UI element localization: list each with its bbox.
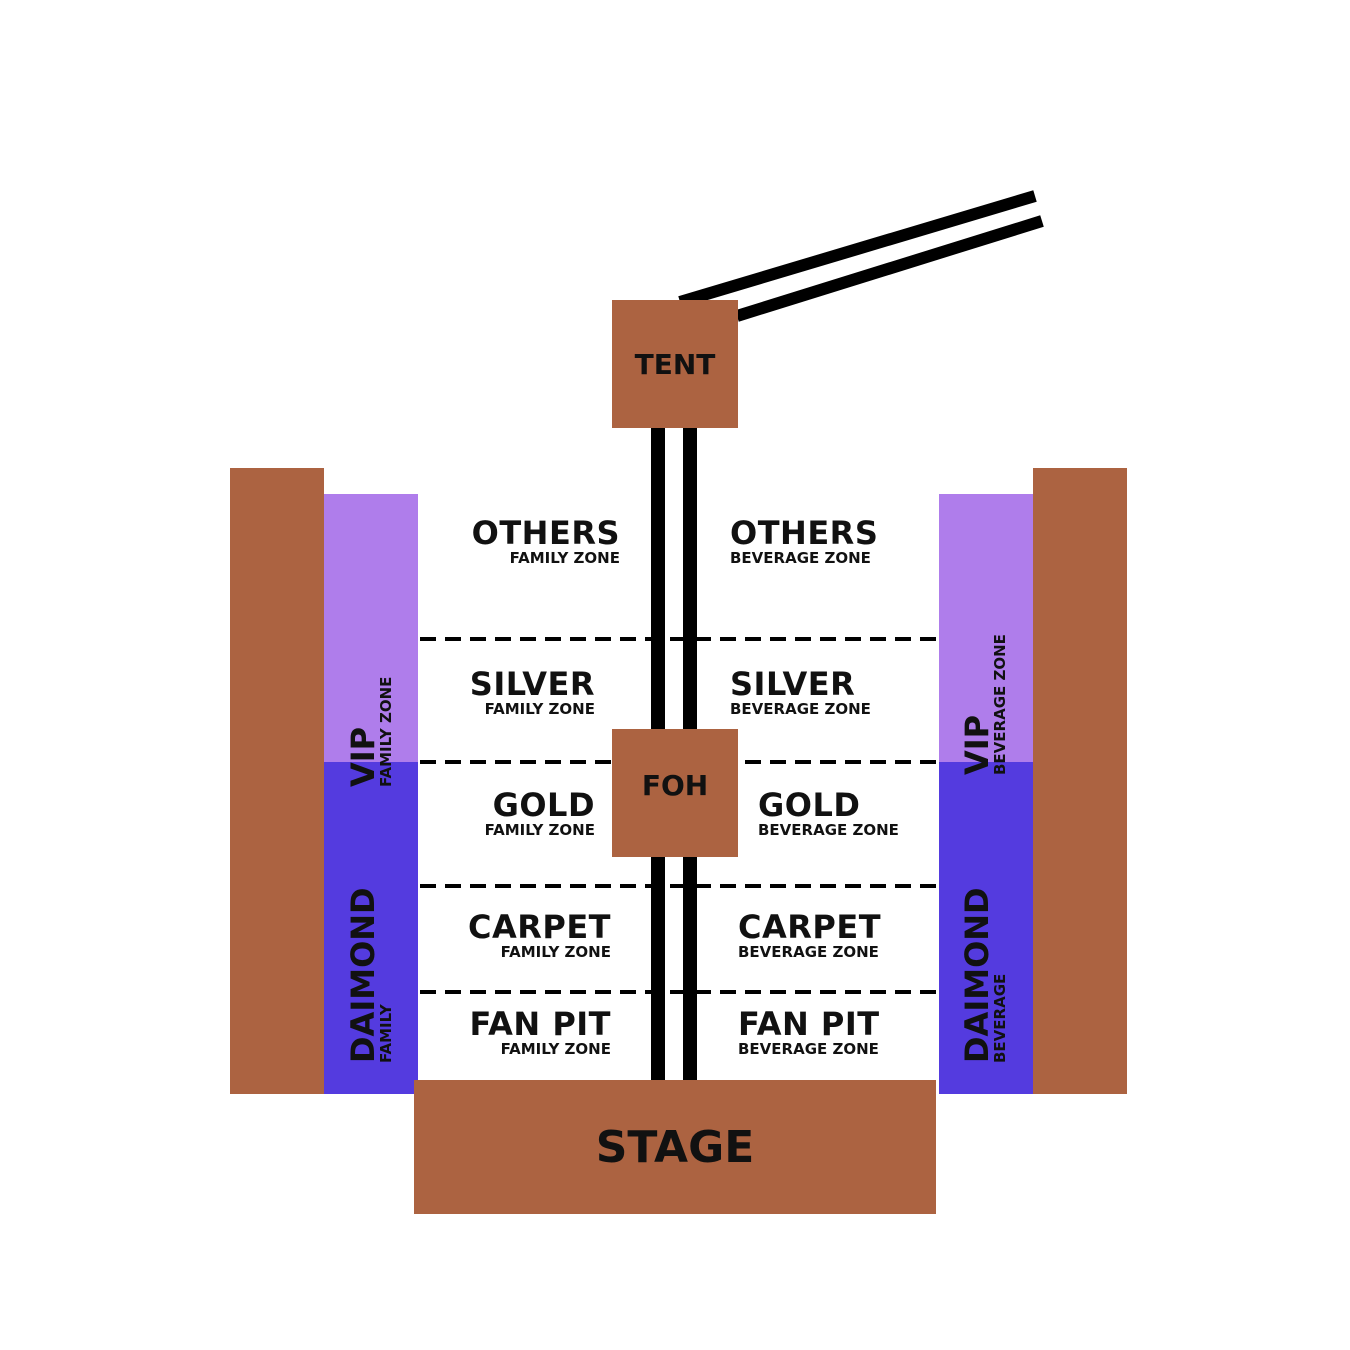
zone-title: FAN PIT	[469, 1005, 611, 1043]
vip-beverage-zone	[939, 494, 1033, 762]
diamond-family-label: DAIMOND FAMILY	[344, 843, 397, 1063]
zone-title: OTHERS	[730, 514, 879, 552]
zone-sub: BEVERAGE ZONE	[730, 549, 871, 567]
vip-beverage-title: VIP	[958, 714, 996, 775]
zone-title: CARPET	[467, 908, 611, 946]
vip-family-sub: FAMILY ZONE	[377, 676, 395, 787]
zone-title: CARPET	[738, 908, 882, 946]
zone-sub: FAMILY ZONE	[500, 943, 611, 961]
zone-label-carpet-family: CARPET FAMILY ZONE	[468, 911, 611, 960]
zone-label-silver-family: SILVER FAMILY ZONE	[470, 668, 595, 717]
zone-sub: FAMILY ZONE	[500, 1040, 611, 1058]
zone-title: FAN PIT	[738, 1005, 880, 1043]
stage-box: STAGE	[414, 1080, 936, 1214]
diamond-beverage-title: DAIMOND	[958, 887, 996, 1063]
zone-title: GOLD	[492, 786, 595, 824]
zone-label-gold-beverage: GOLD BEVERAGE ZONE	[758, 789, 899, 838]
zone-title: OTHERS	[471, 514, 620, 552]
tent-label: TENT	[634, 347, 716, 381]
diamond-family-zone	[324, 762, 418, 1094]
diamond-family-title: DAIMOND	[344, 887, 382, 1063]
entry-path-line-lower	[735, 215, 1044, 322]
zone-sub: FAMILY ZONE	[509, 549, 620, 567]
vip-beverage-sub: BEVERAGE ZONE	[991, 634, 1009, 775]
tent-box: TENT	[612, 300, 738, 428]
left-wall	[230, 468, 324, 1094]
zone-title: GOLD	[758, 786, 861, 824]
zone-label-others-family: OTHERS FAMILY ZONE	[472, 517, 620, 566]
diamond-beverage-zone	[939, 762, 1033, 1094]
zone-title: SILVER	[730, 665, 856, 703]
foh-box: FOH	[612, 729, 738, 857]
zone-sub: FAMILY ZONE	[484, 700, 595, 718]
vip-family-title: VIP	[344, 726, 382, 787]
zone-label-gold-family: GOLD FAMILY ZONE	[485, 789, 595, 838]
zone-sub: BEVERAGE ZONE	[738, 1040, 879, 1058]
vip-family-label: VIP FAMILY ZONE	[344, 567, 397, 787]
stage-label: STAGE	[595, 1121, 755, 1173]
zone-label-fanpit-beverage: FAN PIT BEVERAGE ZONE	[738, 1008, 880, 1057]
zone-sub: BEVERAGE ZONE	[758, 821, 899, 839]
zone-label-carpet-beverage: CARPET BEVERAGE ZONE	[738, 911, 881, 960]
zone-label-fanpit-family: FAN PIT FAMILY ZONE	[469, 1008, 611, 1057]
zone-label-others-beverage: OTHERS BEVERAGE ZONE	[730, 517, 878, 566]
zone-sub: BEVERAGE ZONE	[730, 700, 871, 718]
right-wall	[1033, 468, 1127, 1094]
vip-family-zone	[324, 494, 418, 762]
diamond-family-sub: FAMILY	[377, 1004, 395, 1063]
zone-label-silver-beverage: SILVER BEVERAGE ZONE	[730, 668, 871, 717]
zone-sub: BEVERAGE ZONE	[738, 943, 879, 961]
vip-beverage-label: VIP BEVERAGE ZONE	[958, 555, 1011, 775]
zone-title: SILVER	[469, 665, 595, 703]
diamond-beverage-label: DAIMOND BEVERAGE	[958, 843, 1011, 1063]
foh-label: FOH	[641, 768, 709, 802]
zone-sub: FAMILY ZONE	[484, 821, 595, 839]
entry-path-line-upper	[678, 190, 1037, 308]
diamond-beverage-sub: BEVERAGE	[991, 973, 1009, 1063]
